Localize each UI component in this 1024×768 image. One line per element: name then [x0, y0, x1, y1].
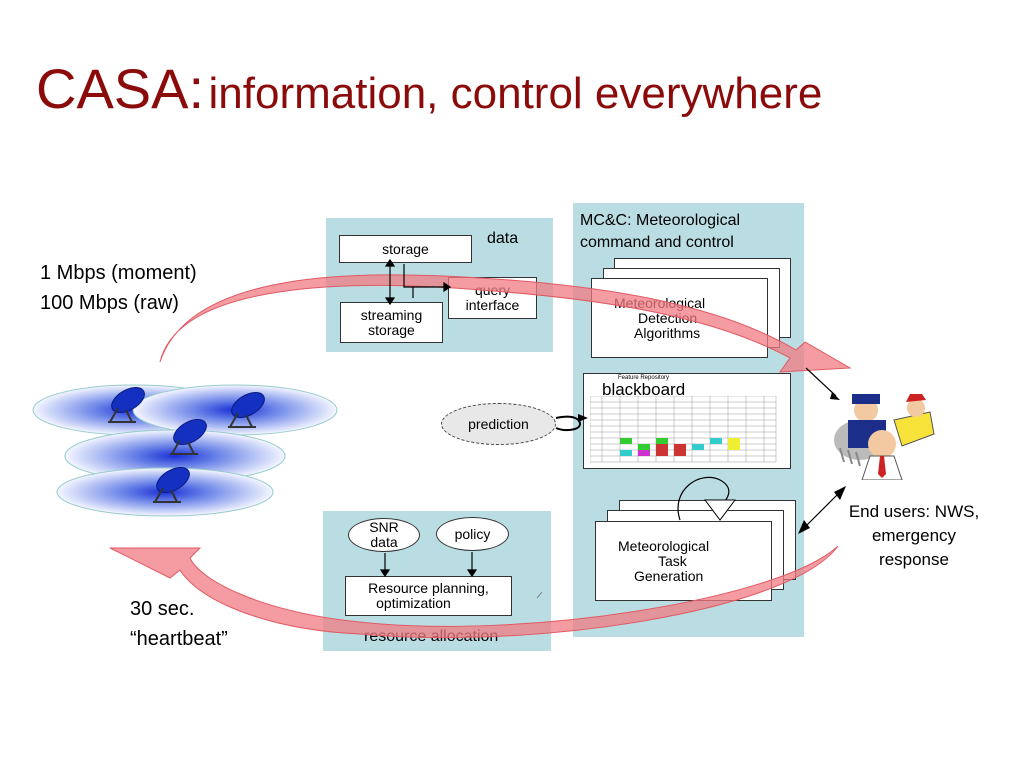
title-main: CASA: — [36, 57, 205, 120]
radar-dish-icon — [170, 419, 207, 455]
storage-box: storage — [339, 235, 472, 263]
task-generation-box: Meteorological Task Generation — [595, 521, 772, 601]
mcc-panel-label: MC&C: Meteorological command and control — [580, 212, 741, 251]
streaming-storage-box: streaming storage — [340, 302, 443, 343]
policy-node: policy — [436, 517, 509, 551]
blackboard-label: blackboard — [602, 380, 686, 399]
radar-dish-icon — [228, 392, 265, 428]
radar-dish-icon — [108, 387, 145, 423]
feature-grid — [590, 396, 777, 463]
prediction-node: prediction — [441, 403, 556, 445]
blackboard-box: Feature Repository blackboard — [583, 373, 791, 469]
data-panel-label: data — [487, 230, 519, 247]
snr-data-node: SNR data — [348, 518, 420, 552]
end-users-label: End users: NWS, emergency response — [848, 502, 980, 569]
slide-title: CASA: information, control everywhere — [36, 56, 822, 121]
title-subtitle: information, control everywhere — [208, 69, 823, 118]
lower-flow-arrow — [109, 545, 839, 639]
bandwidth-label: 1 Mbps (moment) 100 Mbps (raw) — [40, 262, 197, 314]
end-users-icon — [834, 394, 935, 480]
upper-flow-arrow — [159, 274, 852, 373]
resource-planning-box: Resource planning, optimization — [345, 576, 512, 616]
radar-dish-icon — [153, 467, 190, 503]
heartbeat-label: 30 sec. “heartbeat” — [130, 598, 228, 650]
feature-repository-label: Feature Repository — [618, 375, 670, 381]
